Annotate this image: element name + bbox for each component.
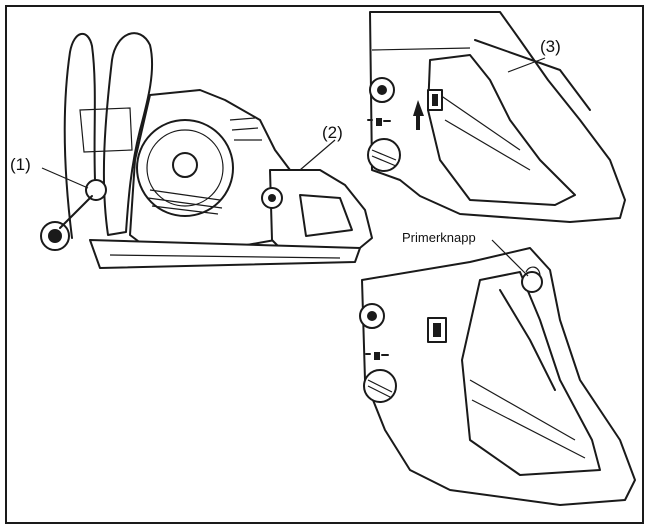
callout-3-leader [507,57,546,73]
callout-2-leader [299,139,336,171]
rear-handle-closeup-top [367,11,626,223]
choke-lock-icon-2 [365,352,389,360]
primer-leader [491,239,529,277]
primer-label: Primerknapp [402,230,476,245]
callout-3-label: (3) [540,37,561,56]
rear-handle-closeup-bottom [359,247,636,506]
chainsaw-side-view [40,32,373,269]
callout-1-label: (1) [10,155,31,174]
callout-2-label: (2) [322,123,343,142]
callout-1-leader [41,167,89,189]
push-arrow-icon [413,100,424,130]
choke-lock-icon [367,118,391,126]
